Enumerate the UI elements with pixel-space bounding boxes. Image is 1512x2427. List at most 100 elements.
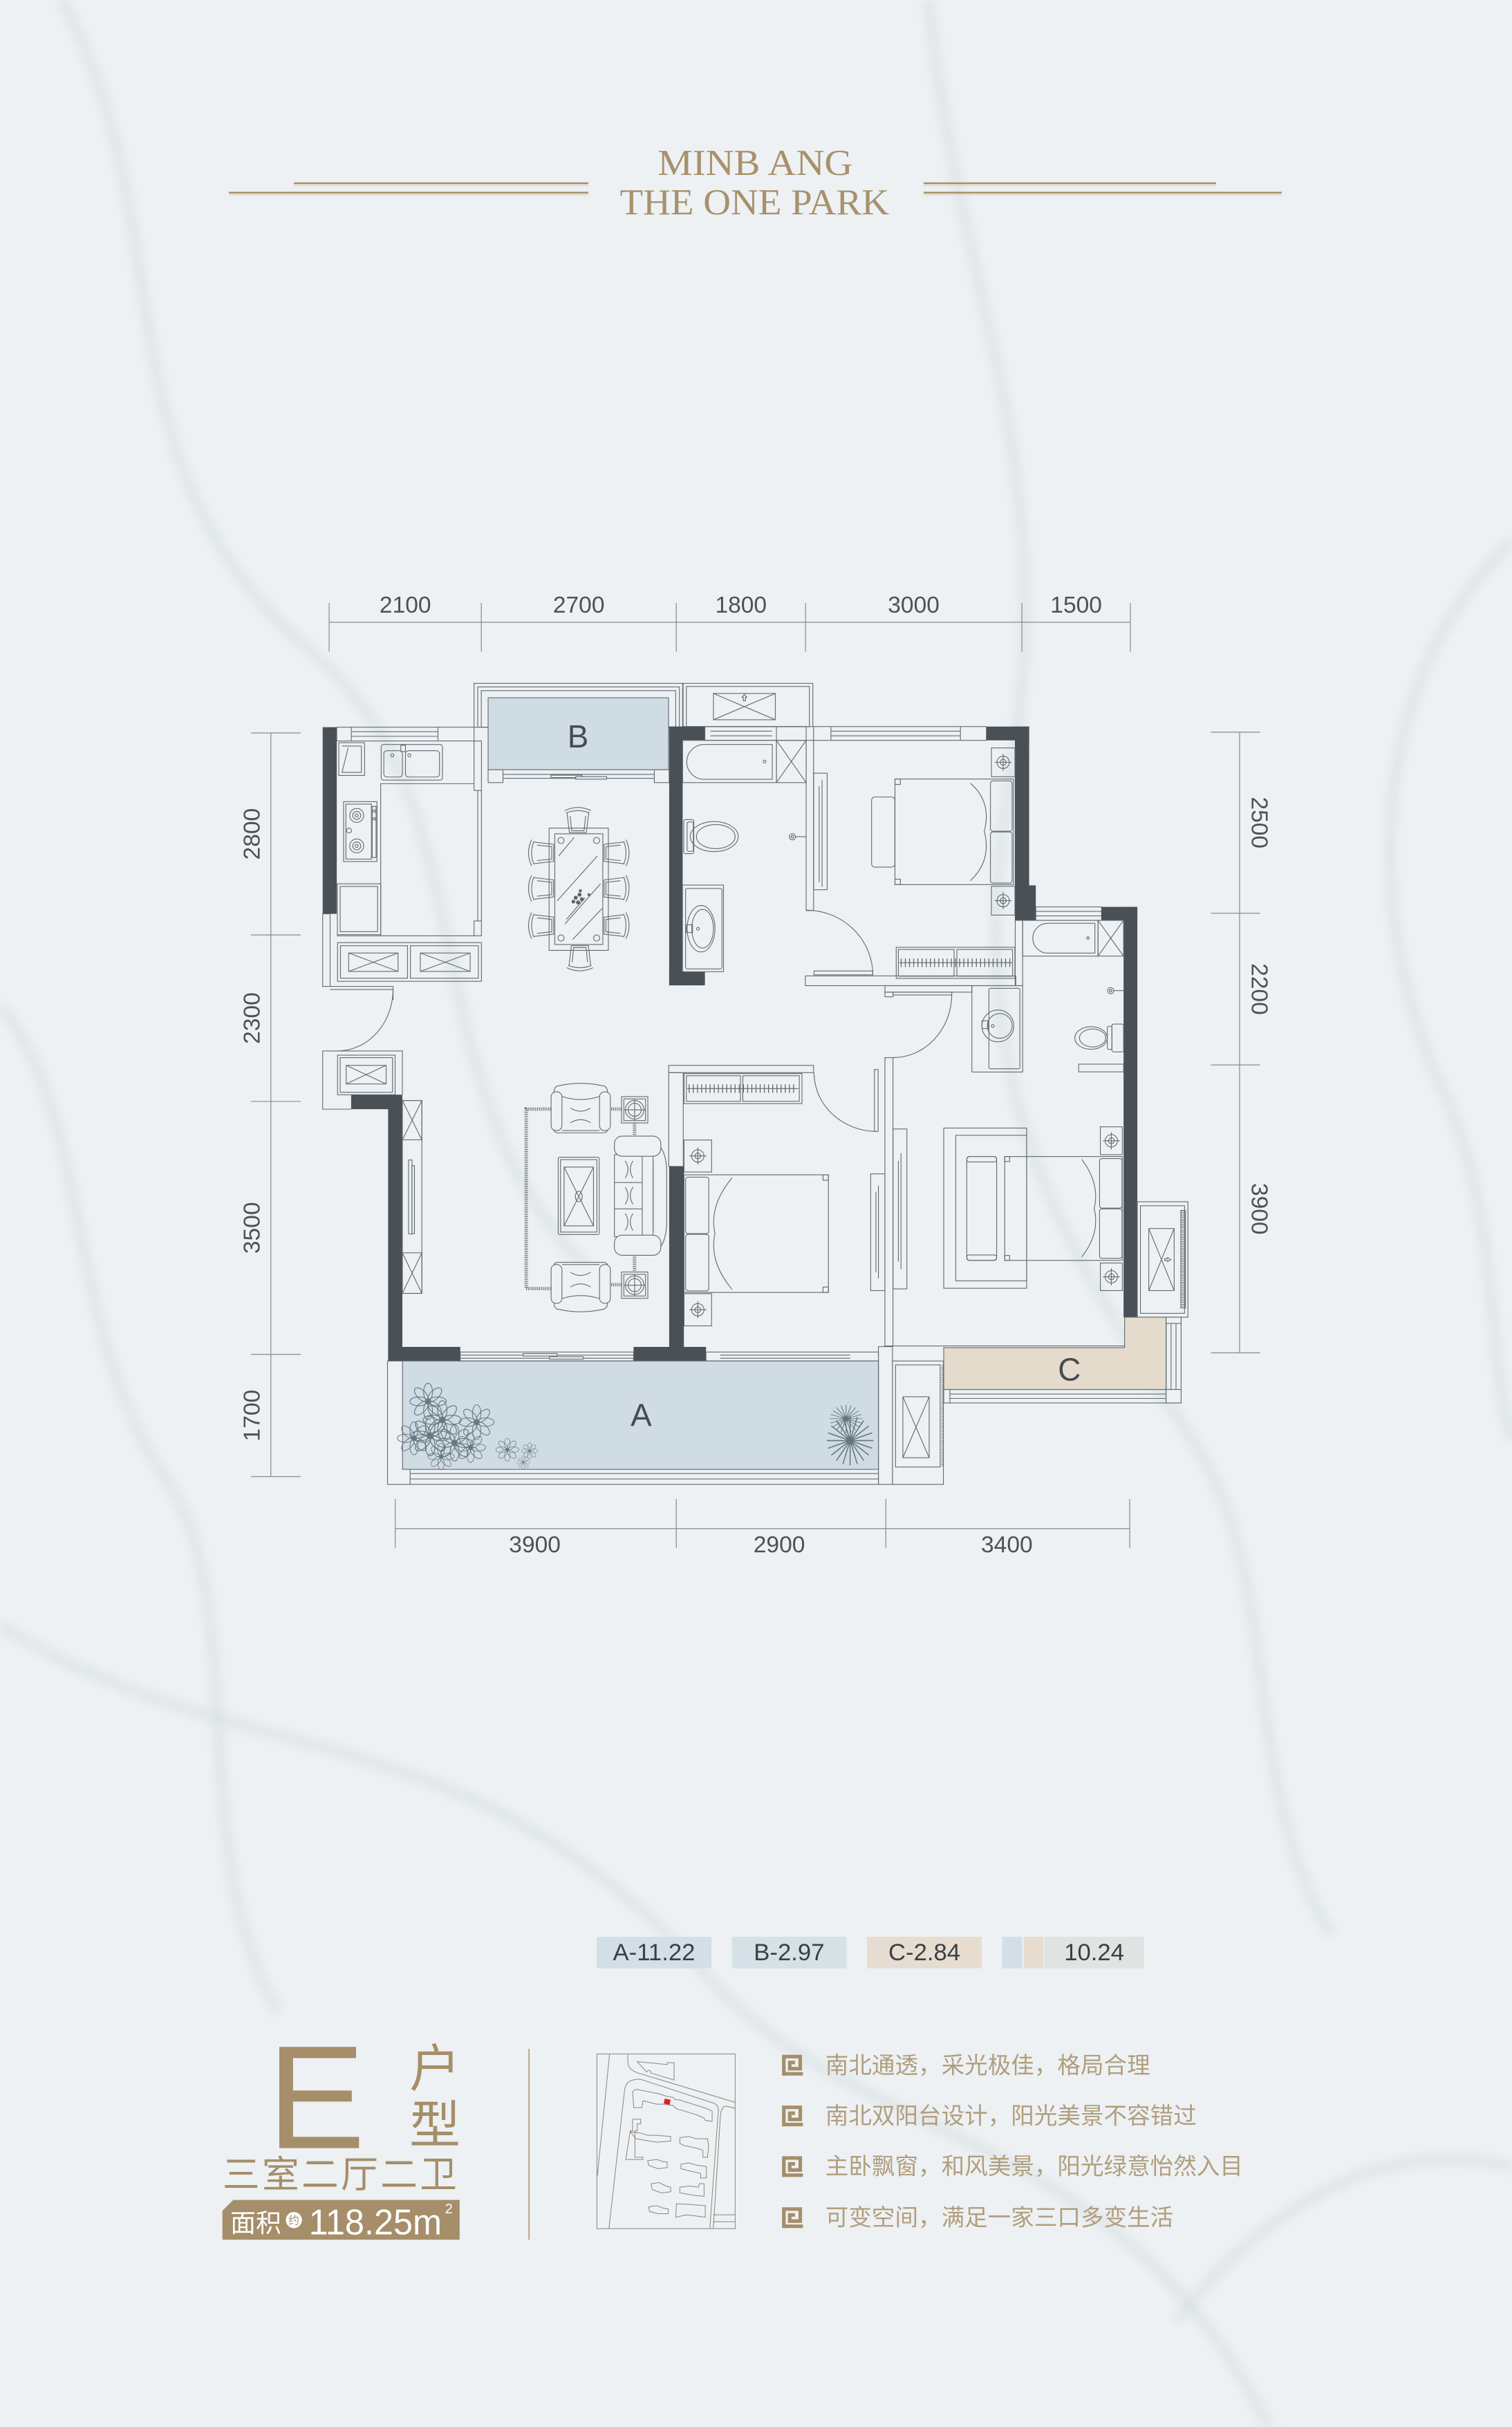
wall <box>322 727 337 914</box>
lamp-icon <box>1102 1131 1121 1151</box>
legend-label: B-2.97 <box>754 1940 824 1966</box>
dining-chair <box>566 945 594 972</box>
area-value: 118.25m <box>309 2202 442 2242</box>
ac-unit-right <box>1137 1201 1188 1318</box>
bed-bench <box>966 1156 998 1261</box>
unit-type-label-1: 户 <box>409 2039 460 2099</box>
area-unit-superscript: 2 <box>445 2202 453 2217</box>
dim-top-1: 2100 <box>380 593 431 618</box>
feature-text: 南北通透，采光极佳，格局合理 <box>825 2052 1150 2079</box>
balcony-c-area <box>943 1317 1167 1391</box>
balcony-b: B <box>474 682 684 783</box>
hallway <box>330 985 973 1347</box>
feature-text: 主卧飘窗，和风美景，阳光绿意怡然入目 <box>825 2153 1243 2180</box>
bathtub <box>682 740 777 783</box>
legend-item-b: B-2.97 <box>731 1937 847 1969</box>
dining-chair <box>603 911 631 940</box>
fret-pattern-icon <box>784 2209 803 2229</box>
dim-top-5: 1500 <box>1050 593 1102 618</box>
legend-label: A-11.22 <box>613 1940 696 1966</box>
legend-label: C-2.84 <box>888 1940 960 1966</box>
fret-pattern-icon <box>784 2056 803 2076</box>
legend-label: 10.24 <box>1064 1940 1124 1966</box>
legend-item-total: 10.24 <box>1002 1937 1144 1969</box>
second-bathroom <box>971 906 1138 1318</box>
kitchen <box>322 727 482 987</box>
washbasin <box>682 884 725 972</box>
unit-type-label-2: 型 <box>409 2096 460 2155</box>
feature-item: 可变空间，满足一家三口多变生活 <box>784 2204 1173 2231</box>
toilet <box>1074 1023 1124 1052</box>
project-name-line1: MINB ANG <box>657 143 852 183</box>
dim-left-4: 1700 <box>239 1390 265 1442</box>
dim-top-2: 2700 <box>553 593 605 618</box>
dim-right-2: 2200 <box>1246 963 1271 1015</box>
side-table <box>620 1095 649 1124</box>
wardrobe <box>683 1073 803 1104</box>
area-approx-mark: 约 <box>288 2214 299 2227</box>
kitchen-window <box>336 727 475 742</box>
feature-text: 南北双阳台设计，阳光美景不容错过 <box>825 2103 1197 2130</box>
side-table <box>620 1271 649 1299</box>
fret-pattern-icon <box>784 2158 803 2177</box>
site-plan-thumbnail <box>596 2054 736 2229</box>
dim-bottom-3: 3400 <box>981 1532 1033 1558</box>
feature-item: 主卧飘窗，和风美景，阳光绿意怡然入目 <box>784 2153 1243 2180</box>
armchair <box>550 1261 611 1313</box>
dim-left-3: 3500 <box>239 1202 265 1254</box>
project-header: MINB ANG THE ONE PARK <box>229 143 1282 223</box>
double-bed <box>1004 1156 1123 1261</box>
dimension-right: 2500 2200 3900 <box>1211 732 1271 1354</box>
lamp-icon <box>1102 1267 1121 1286</box>
ac-unit-bottom <box>878 1346 944 1485</box>
dining-chair <box>603 839 631 867</box>
unit-type-letter: E <box>268 2016 366 2180</box>
balcony-a: A <box>386 1360 879 1485</box>
nightstand <box>991 886 1016 915</box>
refrigerator <box>338 742 365 777</box>
bathtub <box>1022 920 1099 957</box>
dimension-bottom: 3900 2900 3400 <box>395 1499 1130 1558</box>
feature-item: 南北通透，采光极佳，格局合理 <box>784 2052 1150 2079</box>
master-bathroom <box>669 726 814 986</box>
balcony-c-label: C <box>1058 1352 1081 1388</box>
area-label: 面积 <box>230 2209 281 2238</box>
nightstand <box>1100 1263 1123 1292</box>
dim-right-1: 2500 <box>1246 797 1271 848</box>
coffee-table <box>557 1156 600 1236</box>
dining-table-set <box>528 806 631 972</box>
dim-left-1: 2800 <box>239 808 265 860</box>
lamp-icon <box>688 1300 707 1319</box>
nightstand <box>683 1293 712 1327</box>
area-badge: 面积 约 118.25m 2 <box>222 2200 460 2242</box>
washbasin <box>971 985 1023 1072</box>
dim-right-3: 3900 <box>1246 1183 1271 1235</box>
bedroom-2 <box>893 1126 1125 1347</box>
feature-item: 南北双阳台设计，阳光美景不容错过 <box>784 2103 1197 2130</box>
fret-pattern-icon <box>784 2108 803 2127</box>
nightstand <box>991 747 1016 777</box>
legend-item-c: C-2.84 <box>866 1937 982 1969</box>
unit-layout: 三室二厅二卫 <box>223 2152 459 2196</box>
dim-top-3: 1800 <box>715 593 767 618</box>
ac-unit-top <box>682 682 814 727</box>
dining-chair <box>528 874 554 903</box>
balcony-c: C <box>943 1317 1182 1404</box>
bed-bench <box>871 797 895 868</box>
balcony-b-area <box>487 697 669 770</box>
dim-bottom-2: 2900 <box>754 1532 805 1558</box>
armchair <box>550 1082 611 1134</box>
sofa <box>614 1135 667 1256</box>
balcony-a-label: A <box>631 1397 652 1433</box>
double-bed <box>683 1174 829 1293</box>
gas-stove <box>343 801 377 862</box>
feature-list: 南北通透，采光极佳，格局合理 南北双阳台设计，阳光美景不容错过 主卧飘窗，和风美… <box>784 2052 1243 2231</box>
dimension-left: 2800 2300 3500 1700 <box>239 732 301 1478</box>
dim-left-2: 2300 <box>239 992 265 1044</box>
dining-chair <box>528 839 554 867</box>
dining-chair <box>603 874 631 903</box>
project-name-line2: THE ONE PARK <box>620 183 889 223</box>
floor-plan: B <box>322 682 1188 1485</box>
